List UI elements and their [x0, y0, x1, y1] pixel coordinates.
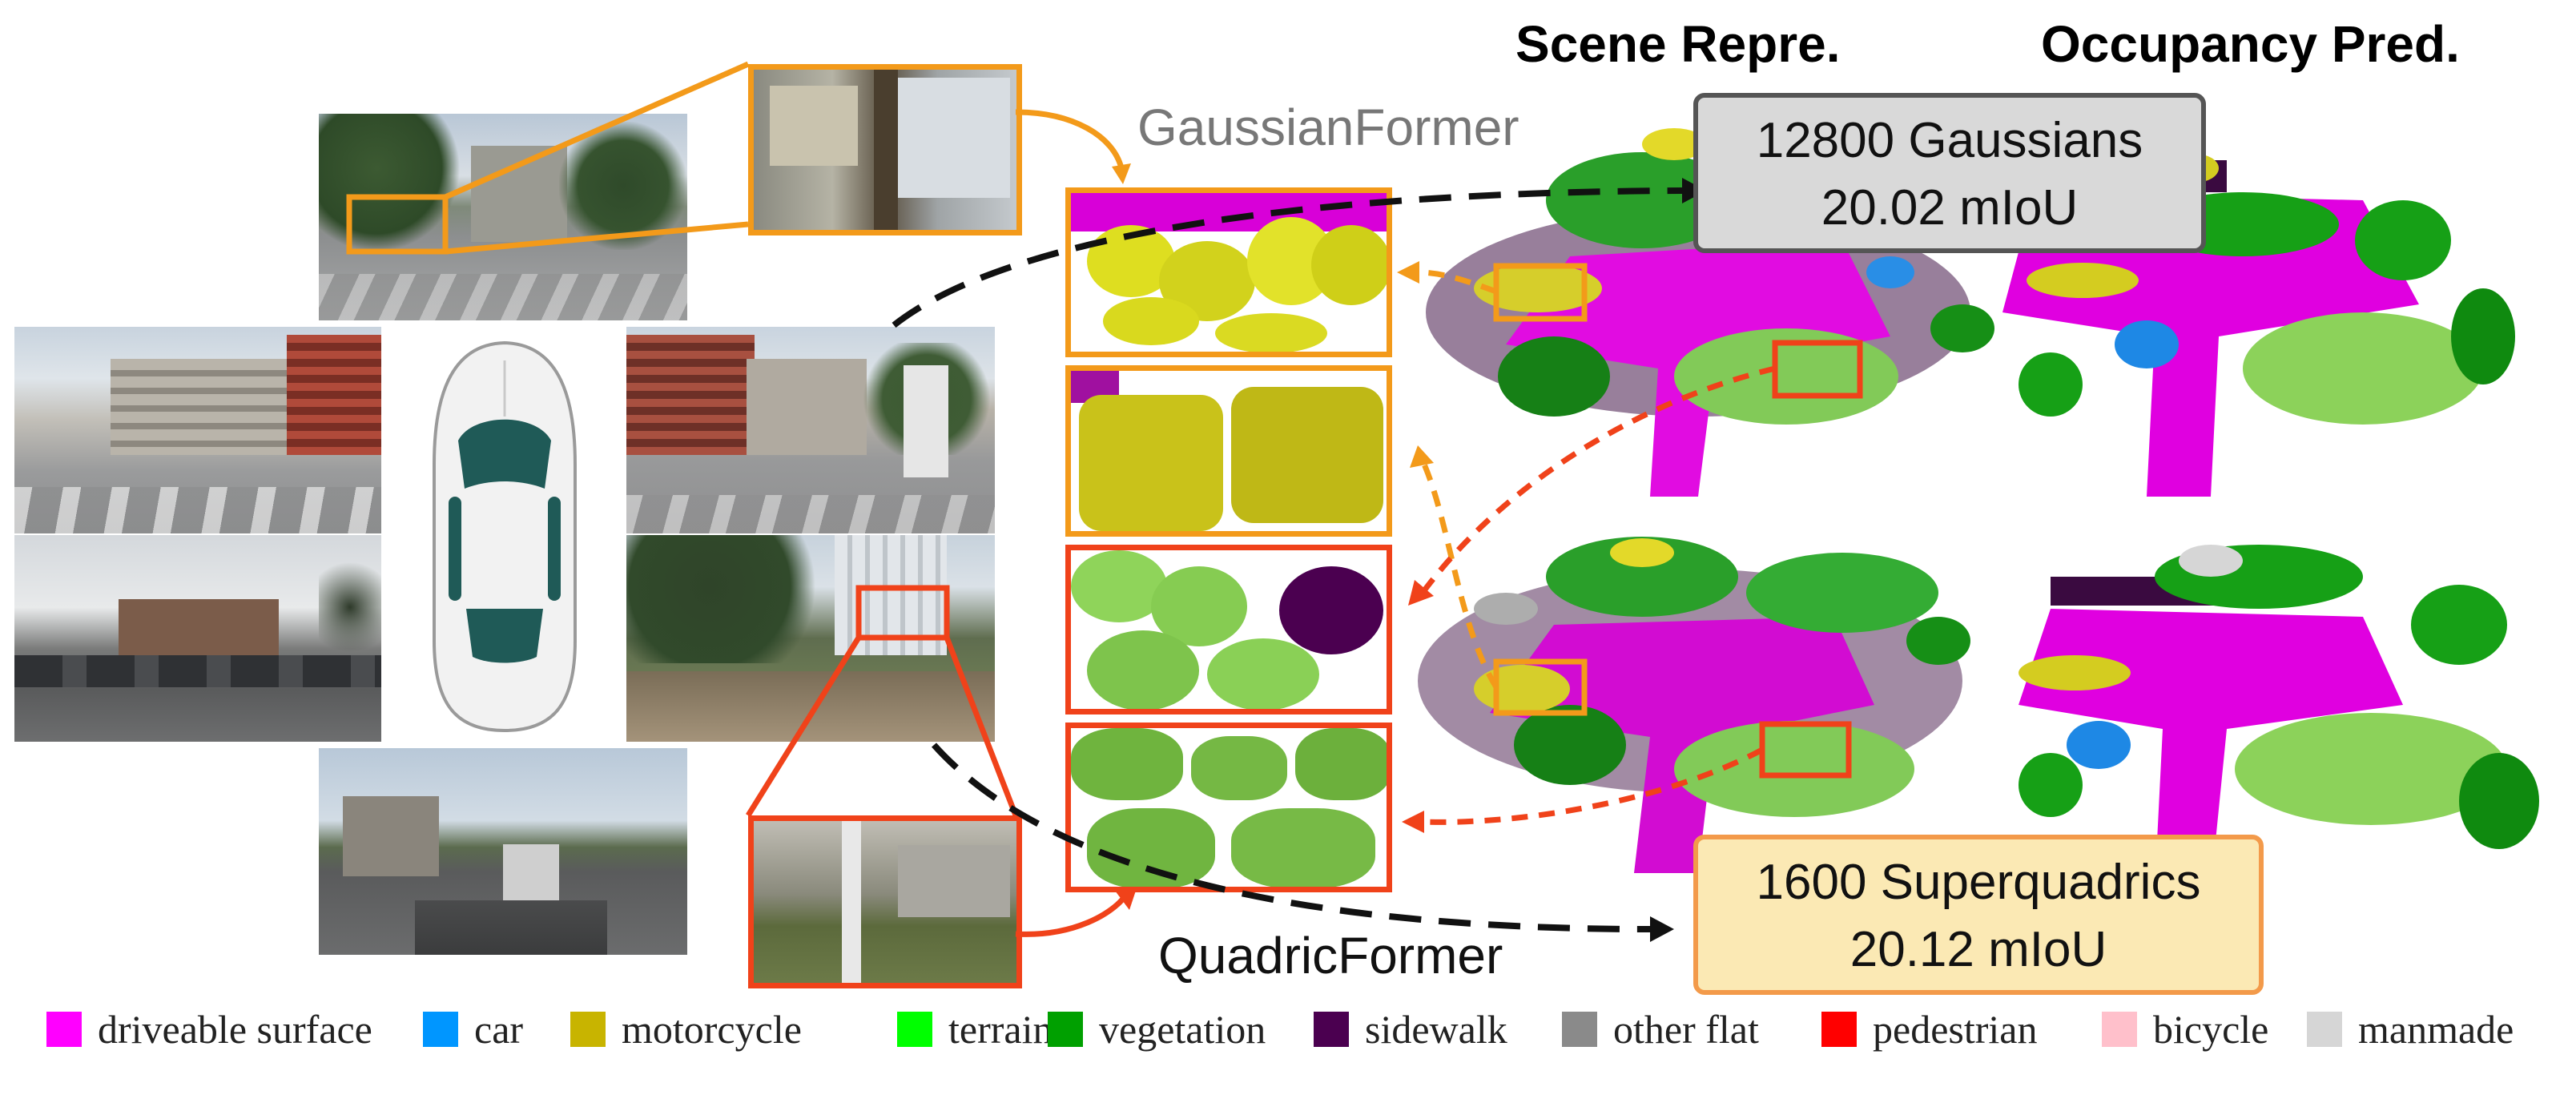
legend-item: car — [423, 1006, 523, 1053]
legend-item: bicycle — [2102, 1006, 2268, 1053]
legend-label: pedestrian — [1873, 1007, 2038, 1052]
header-scene-repre: Scene Repre. — [1515, 15, 1841, 73]
gaussian-count: 12800 Gaussians — [1756, 113, 2143, 168]
class-legend: driveable surface car motorcycle terrain veg… — [0, 992, 2576, 1072]
quadricformer-label: QuadricFormer — [1158, 927, 1503, 984]
superquadric-stats-box: 1600 Superquadrics 20.12 mIoU — [1693, 835, 2264, 995]
gaussian-stats-box: 12800 Gaussians 20.02 mIoU — [1693, 93, 2206, 253]
camera-front-right — [626, 327, 995, 533]
gaussian-miou: 20.02 mIoU — [1821, 180, 2079, 235]
legend-label: vegetation — [1099, 1007, 1266, 1052]
zoom-inset-red — [748, 815, 1022, 988]
camera-front — [319, 114, 687, 320]
orange-region-box-top — [1493, 263, 1588, 322]
legend-label: motorcycle — [622, 1007, 802, 1052]
legend-label: other flat — [1613, 1007, 1759, 1052]
zoom-inset-orange — [748, 64, 1022, 235]
legend-swatch — [1314, 1012, 1349, 1047]
legend-label: terrain — [948, 1007, 1053, 1052]
legend-swatch — [423, 1012, 458, 1047]
legend-label: bicycle — [2153, 1007, 2269, 1052]
legend-item: other flat — [1562, 1006, 1759, 1053]
superquadric-count: 1600 Superquadrics — [1756, 855, 2201, 910]
quadric-tile-vegetation — [1065, 365, 1392, 537]
legend-swatch — [1562, 1012, 1597, 1047]
gaussian-tile-terrain — [1065, 545, 1392, 714]
legend-label: car — [474, 1007, 524, 1052]
legend-swatch — [1821, 1012, 1857, 1047]
orange-region-box-camera — [346, 194, 449, 255]
legend-item: vegetation — [1048, 1006, 1266, 1053]
gaussianformer-label: GaussianFormer — [1137, 99, 1519, 156]
quadric-occupancy-pred — [2019, 545, 2539, 889]
legend-swatch — [570, 1012, 606, 1047]
gaussian-scene-repre — [1426, 128, 1994, 497]
red-region-box-camera — [855, 585, 950, 641]
legend-swatch — [1048, 1012, 1083, 1047]
legend-item: motorcycle — [570, 1006, 802, 1053]
legend-item: manmade — [2307, 1006, 2514, 1053]
legend-swatch — [46, 1012, 82, 1047]
camera-back-left — [14, 535, 381, 742]
superquadric-miou: 20.12 mIoU — [1849, 922, 2107, 977]
quadric-scene-repre — [1418, 537, 1970, 873]
legend-item: terrain — [897, 1006, 1053, 1053]
camera-front-left — [14, 327, 381, 533]
gaussian-tile-vegetation — [1065, 187, 1392, 357]
legend-item: pedestrian — [1821, 1006, 2037, 1053]
legend-item: sidewalk — [1314, 1006, 1507, 1053]
quadric-tile-terrain — [1065, 723, 1392, 892]
header-occupancy-pred: Occupancy Pred. — [2041, 15, 2460, 73]
legend-label: driveable surface — [98, 1007, 372, 1052]
legend-swatch — [2307, 1012, 2342, 1047]
legend-label: manmade — [2358, 1007, 2514, 1052]
legend-swatch — [897, 1012, 932, 1047]
ego-car-icon — [417, 336, 593, 737]
legend-label: sidewalk — [1365, 1007, 1507, 1052]
camera-back — [319, 748, 687, 955]
legend-item: driveable surface — [46, 1006, 372, 1053]
legend-swatch — [2102, 1012, 2137, 1047]
